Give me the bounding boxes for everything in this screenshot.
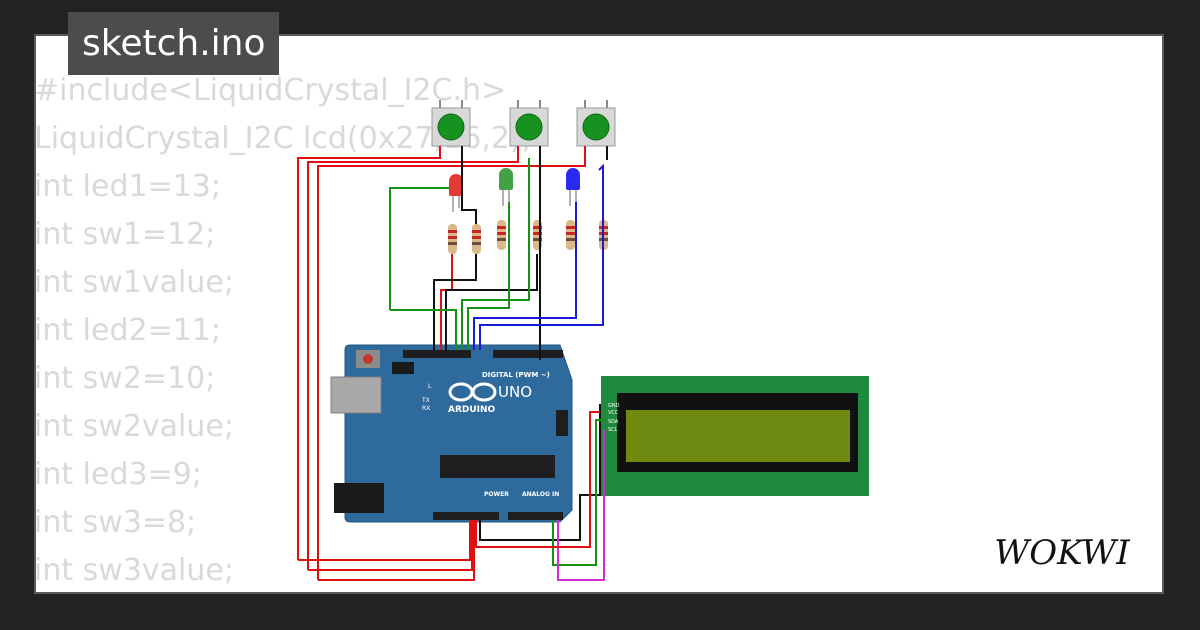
- code-line: int sw3value;: [34, 553, 234, 588]
- wire-blue[interactable]: [473, 202, 577, 350]
- lcd-module[interactable]: GND VCC SDA SCL: [601, 376, 869, 496]
- wire-blue[interactable]: [479, 163, 604, 350]
- resistor[interactable]: [448, 224, 457, 254]
- file-title-tab: sketch.ino: [68, 12, 280, 75]
- board-model-label: UNO: [498, 383, 532, 401]
- code-line: int sw1=12;: [34, 217, 216, 252]
- resistor[interactable]: [472, 224, 481, 254]
- digital-label: DIGITAL (PWM ~): [482, 371, 550, 379]
- led-red[interactable]: [449, 174, 463, 212]
- wire-green[interactable]: [552, 419, 606, 566]
- lcd-pin-gnd: GND: [608, 403, 620, 409]
- lcd-pin-scl: SCL: [608, 427, 618, 433]
- wire-green[interactable]: [390, 309, 457, 350]
- code-line: int sw1value;: [34, 265, 234, 300]
- code-line: int sw2=10;: [34, 361, 216, 396]
- digital-header-right: [493, 350, 563, 358]
- resistor[interactable]: [566, 220, 575, 250]
- led-l-label: L: [428, 383, 432, 390]
- analog-header: [508, 512, 563, 520]
- arduino-board[interactable]: UNO ARDUINO DIGITAL (PWM ~) POWER ANALOG…: [330, 344, 573, 523]
- resistor[interactable]: [497, 220, 506, 250]
- usb-port: [330, 376, 382, 414]
- microcontroller-chip: [440, 455, 555, 478]
- push-button-3[interactable]: [576, 100, 616, 147]
- wire-magenta[interactable]: [557, 430, 605, 581]
- code-preview: #include<LiquidCrystal_I2C.h> LiquidCrys…: [34, 72, 532, 600]
- led-green[interactable]: [499, 168, 513, 206]
- code-line: #include<LiquidCrystal_I2C.h>: [34, 73, 507, 108]
- wire-green[interactable]: [467, 202, 510, 350]
- wokwi-logo-text: WOKWI: [994, 533, 1130, 573]
- wire-red[interactable]: [298, 520, 471, 561]
- power-jack: [334, 483, 384, 513]
- push-button-2[interactable]: [509, 100, 549, 147]
- tx-label: TX: [421, 397, 430, 404]
- wire-black[interactable]: [479, 404, 601, 541]
- wire-red[interactable]: [475, 411, 600, 548]
- wire-red[interactable]: [317, 146, 586, 580]
- board-brand-label: ARDUINO: [448, 405, 496, 415]
- analog-label: ANALOG IN: [522, 491, 559, 498]
- wire-black[interactable]: [433, 254, 477, 350]
- wire-red[interactable]: [318, 520, 475, 581]
- push-button-1[interactable]: [431, 100, 471, 147]
- led-blue[interactable]: [566, 168, 580, 206]
- power-label: POWER: [484, 491, 509, 498]
- wires: [297, 146, 608, 581]
- wire-red[interactable]: [308, 520, 473, 571]
- rx-label: RX: [422, 405, 430, 412]
- lcd-pin-vcc: VCC: [608, 410, 619, 416]
- lcd-screen: [626, 410, 850, 462]
- code-line: int sw2value;: [34, 409, 234, 444]
- lcd-pin-sda: SDA: [608, 419, 619, 425]
- code-line: int led2=11;: [34, 313, 221, 348]
- icsp-header: [556, 410, 568, 436]
- digital-header-left: [403, 350, 471, 358]
- wire-green[interactable]: [389, 187, 449, 310]
- code-line: int led3=9;: [34, 457, 202, 492]
- power-header: [433, 512, 499, 520]
- wokwi-logo: WOKWI: [994, 533, 1130, 573]
- wire-black[interactable]: [445, 254, 538, 350]
- code-line: int sw3=8;: [34, 505, 197, 540]
- code-line: int led1=13;: [34, 169, 221, 204]
- wire-red[interactable]: [297, 146, 441, 560]
- wire-red[interactable]: [307, 146, 519, 570]
- wire-black[interactable]: [461, 146, 477, 224]
- wire-green[interactable]: [461, 158, 530, 350]
